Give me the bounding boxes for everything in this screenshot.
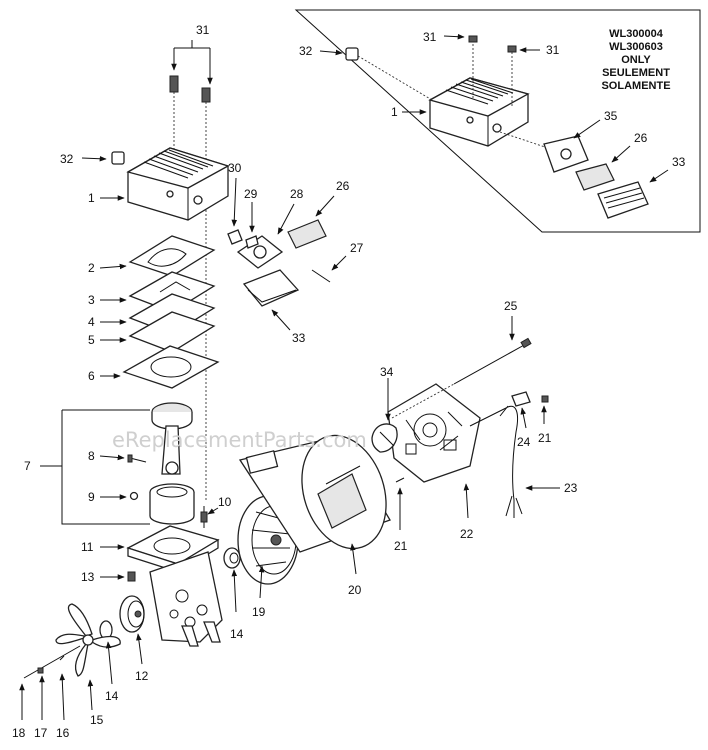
power-cord (469, 405, 523, 518)
callout-19: 19 (252, 605, 266, 619)
callout-31: 31 (196, 23, 210, 37)
centrifugal-switch (371, 423, 398, 453)
motor-stator (238, 434, 391, 553)
cylinder-head (126, 147, 230, 221)
inset-model-line-4: SEULEMENT (602, 67, 670, 79)
reed-gasket (128, 311, 216, 353)
motor-rear-endbell (387, 383, 481, 483)
breather (127, 571, 136, 582)
callout-34: 34 (380, 365, 394, 379)
inset-model-line-2: WL300603 (609, 41, 663, 53)
fan-blade (55, 603, 121, 677)
callout-33: 33 (292, 331, 306, 345)
inset-filter-base (499, 131, 589, 173)
fan-bolt (23, 645, 81, 679)
callout-3: 3 (88, 293, 95, 307)
cord-clamp (511, 391, 531, 407)
inset-filter-cover (597, 181, 649, 219)
pulley (119, 595, 145, 633)
end-screw-rear (541, 395, 549, 403)
callout-1: 1 (88, 191, 95, 205)
callout-7: 7 (24, 459, 31, 473)
callout-22: 22 (460, 527, 474, 541)
callout-15: 15 (90, 713, 104, 727)
callout-13: 13 (81, 570, 95, 584)
plug (111, 151, 125, 165)
inset-callout-31b: 31 (546, 43, 560, 57)
callout-29: 29 (244, 187, 258, 201)
filter-element (287, 219, 327, 249)
callout-10: 10 (218, 495, 232, 509)
callout-6: 6 (88, 369, 95, 383)
inset-cylinder-head (428, 77, 530, 147)
fan-washer (59, 655, 65, 661)
cylinder-sleeve (149, 483, 195, 525)
callout-27: 27 (350, 241, 364, 255)
callout-21-front: 21 (394, 539, 408, 553)
inset-border (294, 9, 701, 233)
stud (200, 506, 208, 528)
bearing-motor-side (223, 547, 241, 569)
head-bolt-right (201, 87, 211, 500)
inset-callout-35: 35 (604, 109, 618, 123)
inset-bolt-right (507, 45, 517, 108)
filter-elbow (245, 235, 259, 249)
callout-11: 11 (81, 540, 94, 554)
inset-panel: WL300004 WL300603 ONLY SEULEMENT SOLAMEN… (294, 9, 701, 233)
inset-callout-1: 1 (391, 105, 398, 119)
piston-assembly (151, 402, 193, 475)
callout-26: 26 (336, 179, 350, 193)
inset-callout-33: 33 (672, 155, 686, 169)
inset-callout-31a: 31 (423, 30, 437, 44)
callout-18: 18 (12, 726, 26, 740)
piston-group-bracket (40, 409, 150, 525)
callout-21-rear: 21 (538, 431, 552, 445)
watermark: eReplacementParts.com (112, 428, 367, 452)
inset-model-line-1: WL300004 (609, 28, 664, 40)
callout-4: 4 (88, 315, 95, 329)
crankcase (126, 525, 223, 647)
callout-14-fan: 14 (105, 689, 119, 703)
inset-callout-26: 26 (634, 131, 648, 145)
connecting-rod-bolt (127, 454, 147, 463)
rod-nut (129, 491, 139, 501)
callout-9: 9 (88, 490, 95, 504)
filter-cover (242, 269, 300, 307)
callout-8: 8 (88, 449, 95, 463)
callout-17: 17 (34, 726, 48, 740)
filter-base (236, 235, 284, 269)
callout-30: 30 (228, 161, 242, 175)
through-bolt (391, 337, 532, 419)
callout-5: 5 (88, 333, 95, 347)
inset-model-line-3: ONLY (621, 54, 651, 66)
filter-screw (311, 269, 331, 283)
end-screw-front (395, 477, 405, 483)
callout-23: 23 (564, 481, 578, 495)
callout-14-motor: 14 (230, 627, 244, 641)
bolt-bracket (173, 40, 211, 82)
cylinder-gasket (122, 345, 220, 389)
valve-plate-gasket (128, 235, 216, 277)
inset-model-line-5: SOLAMENTE (601, 80, 670, 92)
inset-plug (345, 47, 433, 101)
callout-28: 28 (290, 187, 304, 201)
filter-fitting (227, 229, 243, 245)
callout-12: 12 (135, 669, 149, 683)
inset-filter-element (575, 163, 615, 191)
callout-32: 32 (60, 152, 74, 166)
callout-2: 2 (88, 261, 95, 275)
callout-25: 25 (504, 299, 518, 313)
callout-24: 24 (517, 435, 531, 449)
inset-bolt-left (468, 35, 478, 100)
inset-callout-32: 32 (299, 44, 313, 58)
head-bolt-left (169, 75, 179, 168)
callout-16: 16 (56, 726, 70, 740)
callout-20: 20 (348, 583, 362, 597)
